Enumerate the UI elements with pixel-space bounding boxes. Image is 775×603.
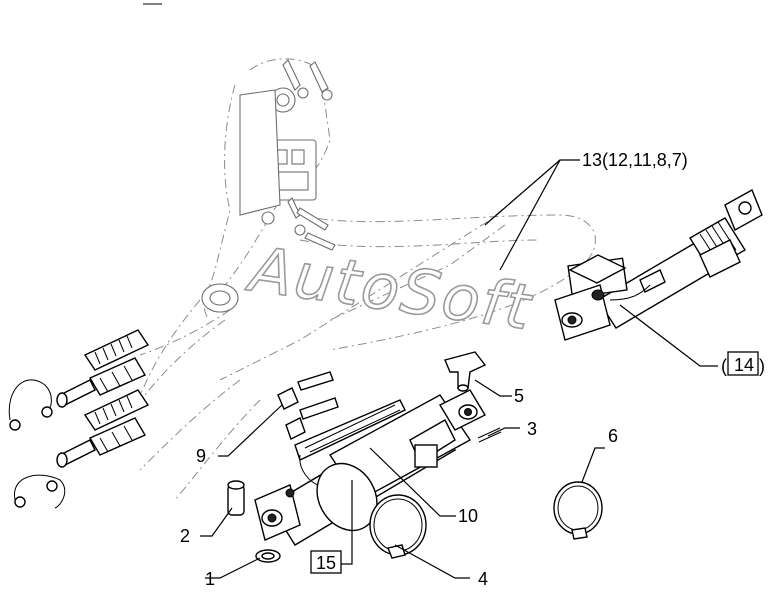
callout-14-box [727,351,759,376]
leader-lines [200,159,718,579]
quick-coupler-set [8,329,150,509]
callout-1: 1 [205,569,215,589]
callout-15-box [310,550,342,574]
callout-10: 10 [458,506,478,526]
callout-14-open-paren: ( [721,356,727,376]
top-link-assembly [554,189,763,341]
callout-14: 14 [734,355,754,375]
callout-3: 3 [527,419,537,439]
callout-2: 2 [180,526,190,546]
watermark-text: AutoSoft [242,232,537,344]
callout-15: 15 [316,553,336,573]
callout-6: 6 [608,426,618,446]
lift-cylinder-assembly [227,351,603,563]
callout-9: 9 [196,446,206,466]
callout-14-close-paren: ) [759,356,765,376]
hydraulic-valve-ghost [201,59,336,313]
callout-13: 13(12,11,8,7) [582,150,688,170]
callout-4: 4 [478,569,488,589]
callout-5: 5 [514,386,524,406]
